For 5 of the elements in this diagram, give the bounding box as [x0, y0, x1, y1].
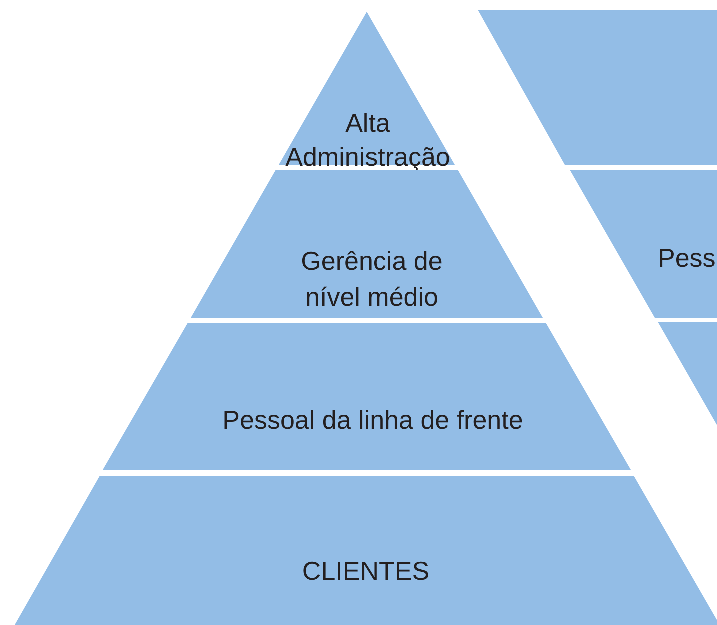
tier-label: Pessoal da linha de frente	[222, 404, 524, 437]
tier-label: CLIENTES	[301, 555, 431, 588]
tier-label: Alta Administração	[284, 107, 452, 174]
tier-label: Gerência de nível médio	[300, 245, 444, 314]
tier-label: Pess	[658, 242, 716, 275]
